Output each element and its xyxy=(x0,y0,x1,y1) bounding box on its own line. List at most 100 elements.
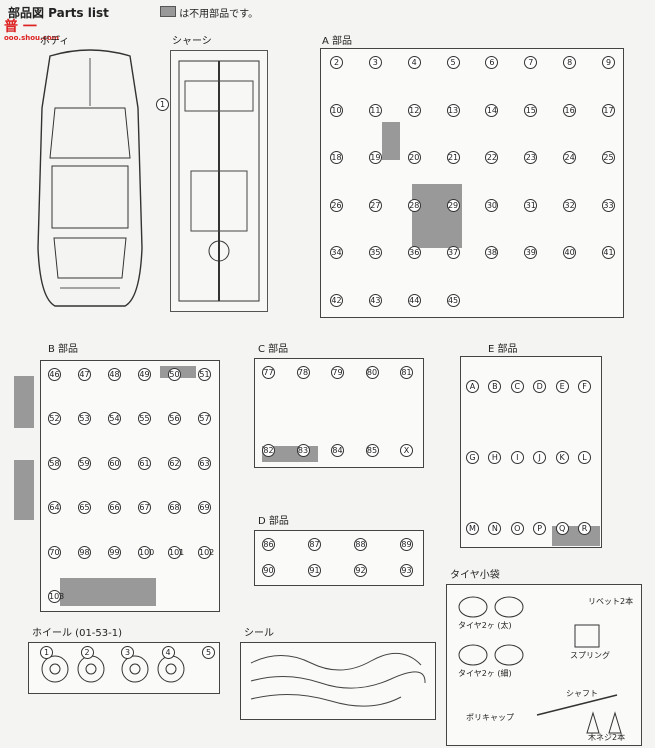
part-number-callout: 65 xyxy=(78,501,91,515)
part-number-callout: 38 xyxy=(485,246,499,260)
part-number-callout: 86 xyxy=(262,538,275,551)
part-number-callout: 29 xyxy=(446,198,460,212)
part-number-callout: 15 xyxy=(524,103,538,117)
part-number-callout: 33 xyxy=(602,198,615,212)
part-number-callout: 22 xyxy=(485,151,499,165)
part-number-callout: 93 xyxy=(400,564,413,577)
part-number-callout: 89 xyxy=(400,538,413,551)
part-number-callout: 99 xyxy=(108,545,121,559)
part-number-callout: R xyxy=(578,522,591,535)
part-number-callout: 39 xyxy=(524,246,538,260)
part-number-callout: 50 xyxy=(168,368,181,381)
shaft-label: シャフト xyxy=(566,689,598,698)
section-body-label: ボディ xyxy=(40,36,70,47)
part-number-callout: 87 xyxy=(308,538,321,551)
part-number-callout: 26 xyxy=(330,198,343,212)
section-a-label: A 部品 xyxy=(322,36,353,47)
section-c-label: C 部品 xyxy=(258,344,289,355)
part-number-callout: 5 xyxy=(202,646,215,659)
part-number-callout: 25 xyxy=(602,151,615,165)
part-number-callout: 52 xyxy=(48,412,61,426)
part-number-callout: 24 xyxy=(563,151,577,165)
section-d-label: D 部品 xyxy=(258,516,289,527)
part-number-callout: 28 xyxy=(407,198,421,212)
part-number-callout: 58 xyxy=(48,456,61,470)
part-number-callout: 82 xyxy=(262,444,275,457)
spring-label: スプリング xyxy=(570,651,610,660)
part-number-callout: 68 xyxy=(168,501,181,515)
part-number-callout: 88 xyxy=(354,538,367,551)
part-number-callout: O xyxy=(510,522,524,535)
chassis-drawing xyxy=(178,60,260,302)
part-number-callout: E xyxy=(555,380,569,393)
part-number-callout: 60 xyxy=(108,456,121,470)
part-number-callout: 56 xyxy=(168,412,181,426)
part-number-callout: 81 xyxy=(400,366,413,379)
tire-bag-drawing xyxy=(458,596,622,734)
section-decal-label: シール xyxy=(244,628,274,639)
part-number-callout: 103 xyxy=(48,590,65,603)
part-number-callout: 42 xyxy=(330,294,343,307)
part-number-callout: 2 xyxy=(80,646,94,659)
decal-flames xyxy=(250,653,426,707)
section-tire-bag-label: タイヤ小袋 xyxy=(450,570,500,581)
chassis-frame xyxy=(170,50,268,312)
part-number-callout: 59 xyxy=(78,456,91,470)
part-number-callout: 90 xyxy=(262,564,275,577)
part-number-callout: K xyxy=(555,451,569,464)
part-number-callout: X xyxy=(400,444,413,457)
part-number-callout: 91 xyxy=(308,564,321,577)
part-number-callout: 23 xyxy=(524,151,538,165)
part-number-callout: 102 xyxy=(198,545,215,559)
part-number-callout: 51 xyxy=(198,368,211,381)
part-number-callout: 79 xyxy=(331,366,344,379)
part-number-callout: H xyxy=(488,451,502,464)
part-number-callout: 41 xyxy=(602,246,615,260)
part-number-callout: 70 xyxy=(48,545,61,559)
part-number-callout: 83 xyxy=(296,444,310,457)
poly-cap-label: ポリキャップ xyxy=(466,713,514,722)
part-number-callout: 44 xyxy=(407,294,421,307)
part-number-callout: 61 xyxy=(138,456,151,470)
part-number-callout: 30 xyxy=(485,198,499,212)
part-number-callout: 6 xyxy=(485,56,499,69)
part-number-callout: G xyxy=(466,451,479,464)
part-number-callout: D xyxy=(533,380,547,393)
part-number-callout: 27 xyxy=(368,198,382,212)
part-number-callout: 80 xyxy=(365,366,379,379)
wheel-drawing xyxy=(41,655,185,683)
section-b-label: B 部品 xyxy=(48,344,79,355)
part-number-callout: 5 xyxy=(446,56,460,69)
legend-swatch xyxy=(160,6,176,17)
chassis-marker: 1 xyxy=(156,98,169,111)
tire-thin-label: タイヤ2ヶ (細) xyxy=(458,669,512,678)
part-number-callout: 63 xyxy=(198,456,211,470)
part-number-callout: 2 xyxy=(330,56,343,69)
b-unused-block xyxy=(14,376,34,428)
a-unused-block xyxy=(412,184,462,248)
section-e-label: E 部品 xyxy=(488,344,518,355)
part-number-callout: 13 xyxy=(446,103,460,117)
part-number-callout: 35 xyxy=(368,246,382,260)
watermark-logo: 普 一 ooo.shou.com xyxy=(4,19,59,42)
part-number-callout: 54 xyxy=(108,412,121,426)
part-number-callout: P xyxy=(533,522,547,535)
part-number-callout: 12 xyxy=(407,103,421,117)
tire-wide-label: タイヤ2ヶ (太) xyxy=(458,621,512,630)
part-number-callout: 19 xyxy=(368,151,382,165)
part-number-callout: C xyxy=(510,380,524,393)
section-chassis-label: シャーシ xyxy=(172,36,212,47)
part-number-callout: 53 xyxy=(78,412,91,426)
part-number-callout: F xyxy=(578,380,591,393)
part-number-callout: 66 xyxy=(108,501,121,515)
part-number-callout: B xyxy=(488,380,502,393)
body-drawing xyxy=(37,49,143,307)
part-number-callout: 69 xyxy=(198,501,211,515)
wood-screw-label: 木ネジ2本 xyxy=(588,733,626,742)
part-number-callout: 9 xyxy=(602,56,615,69)
part-number-callout: 4 xyxy=(161,646,175,659)
legend-text: は不用部品です。 xyxy=(179,9,259,20)
legend: は不用部品です。 xyxy=(160,6,258,21)
b-parts-frame xyxy=(40,360,220,612)
part-number-callout: I xyxy=(510,451,524,464)
